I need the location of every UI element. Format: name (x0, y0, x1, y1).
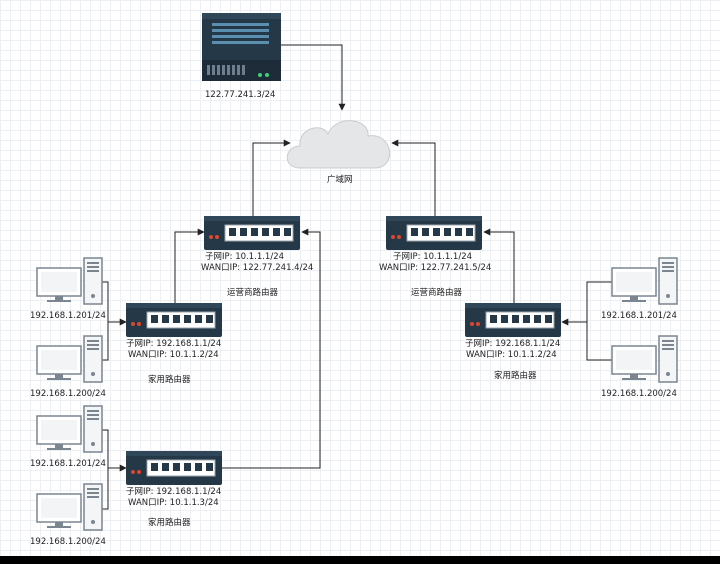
isp-right-subnet: 子网IP: 10.1.1.1/24 (393, 252, 472, 262)
pc-left-3-ip: 192.168.1.201/24 (30, 459, 106, 469)
cloud-label: 广域网 (327, 174, 353, 185)
computer-icon (36, 405, 103, 453)
pc-right-1: 192.168.1.201/24 (601, 257, 678, 321)
isp-router-left: 子网IP: 10.1.1.1/24 WAN口IP: 122.77.241.4/2… (201, 215, 313, 298)
pc-right-2: 192.168.1.200/24 (601, 335, 678, 399)
home-left2-wan: WAN口IP: 10.1.1.3/24 (128, 498, 219, 508)
home-left1-name: 家用路由器 (148, 374, 191, 385)
server: 122.77.241.3/24 (202, 13, 281, 100)
home-router-left-1: 子网IP: 192.168.1.1/24 WAN口IP: 10.1.1.2/24… (125, 302, 223, 385)
isp-router-right-icon (385, 215, 483, 251)
isp-left-wan: WAN口IP: 122.77.241.4/24 (201, 263, 313, 273)
home-router-left-2-icon (125, 450, 223, 486)
link-server-cloud (281, 44, 346, 111)
bottom-border (0, 556, 720, 564)
link-home-right-isp-right (483, 228, 515, 303)
home-router-right: 子网IP: 192.168.1.1/24 WAN口IP: 10.1.1.2/24… (464, 302, 562, 381)
isp-right-name: 运营商路由器 (411, 287, 463, 298)
home-right-name: 家用路由器 (494, 370, 537, 381)
home-right-subnet: 子网IP: 192.168.1.1/24 (465, 339, 560, 349)
computer-icon (36, 483, 103, 531)
cloud-icon (286, 120, 391, 169)
wan-cloud: 广域网 (286, 120, 391, 185)
isp-router-left-icon (203, 215, 301, 251)
isp-left-name: 运营商路由器 (227, 287, 279, 298)
computer-icon (611, 335, 678, 383)
pc-left-3: 192.168.1.201/24 (30, 405, 106, 469)
pc-left-4-ip: 192.168.1.200/24 (30, 537, 106, 547)
home-router-left-1-icon (125, 302, 223, 338)
computer-icon (611, 257, 678, 305)
home-router-left-2: 子网IP: 192.168.1.1/24 WAN口IP: 10.1.1.3/24… (125, 450, 223, 528)
isp-router-right: 子网IP: 10.1.1.1/24 WAN口IP: 122.77.241.5/2… (379, 215, 491, 298)
link-isp-right-cloud (391, 139, 436, 216)
pc-left-1-ip: 192.168.1.201/24 (30, 311, 106, 321)
isp-left-subnet: 子网IP: 10.1.1.1/24 (205, 252, 284, 262)
pc-left-1: 192.168.1.201/24 (30, 257, 106, 321)
pc-right-2-ip: 192.168.1.200/24 (601, 389, 677, 399)
home-left1-subnet: 子网IP: 192.168.1.1/24 (126, 339, 221, 349)
home-left2-name: 家用路由器 (148, 517, 191, 528)
link-pc-r1-home-right (561, 281, 612, 326)
pc-left-4: 192.168.1.200/24 (30, 483, 106, 547)
link-home-left1-isp-left (174, 228, 205, 303)
pc-left-2: 192.168.1.200/24 (30, 335, 106, 399)
link-home-left2-isp-left (222, 228, 321, 469)
server-icon (202, 13, 281, 81)
isp-right-wan: WAN口IP: 122.77.241.5/24 (379, 263, 491, 273)
pc-right-1-ip: 192.168.1.201/24 (601, 311, 677, 321)
link-isp-left-cloud (252, 139, 291, 216)
pc-left-2-ip: 192.168.1.200/24 (30, 389, 106, 399)
connector-lines (93, 44, 612, 510)
link-pc-r2-home-right (586, 322, 612, 361)
computer-icon (36, 335, 103, 383)
home-left2-subnet: 子网IP: 192.168.1.1/24 (126, 487, 221, 497)
computer-icon (36, 257, 103, 305)
home-left1-wan: WAN口IP: 10.1.1.2/24 (128, 350, 219, 360)
server-ip: 122.77.241.3/24 (205, 90, 275, 100)
home-router-right-icon (464, 302, 562, 338)
home-right-wan: WAN口IP: 10.1.1.2/24 (466, 350, 557, 360)
